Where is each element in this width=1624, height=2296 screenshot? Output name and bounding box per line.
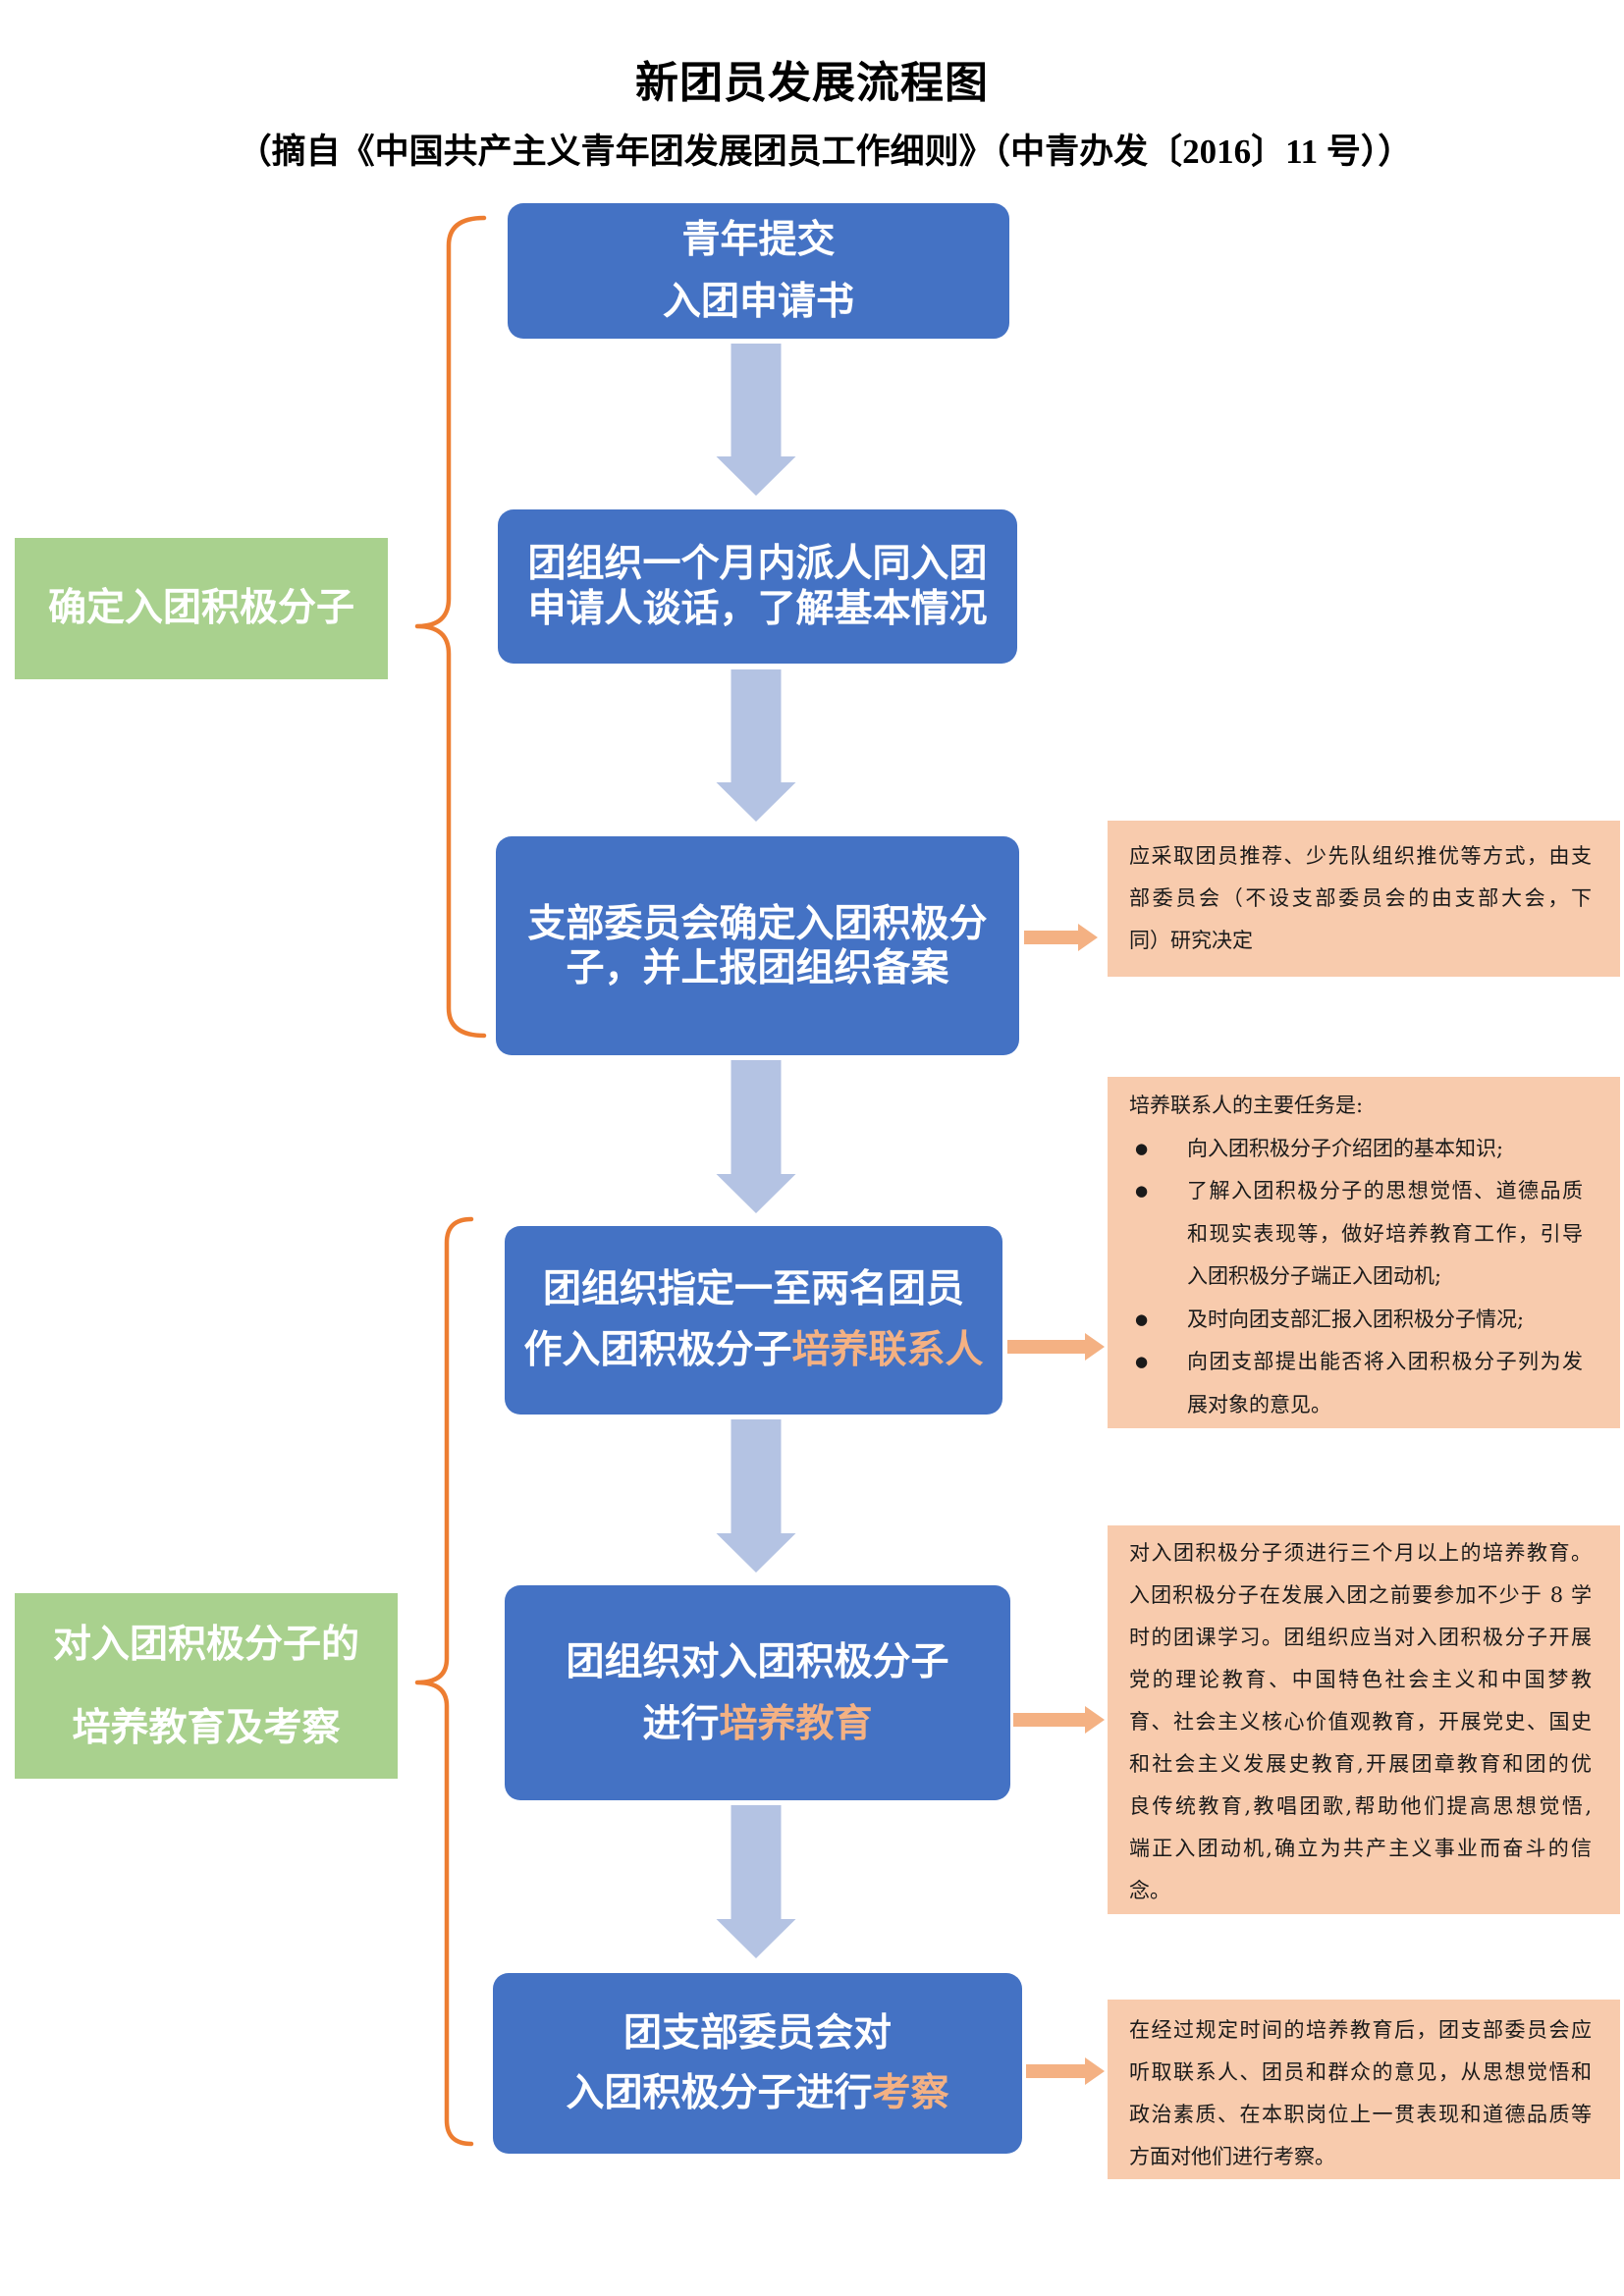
note-line: 方面对他们进行考察。 — [1129, 2145, 1335, 2168]
step-line: 子，并上报团组织备案 — [566, 946, 949, 989]
step-line: 团组织指定一至两名团员 — [542, 1268, 964, 1310]
step-text: 作入团积极分子 — [523, 1329, 792, 1371]
step-line: 作入团积极分子培养联系人 — [523, 1320, 983, 1381]
note-line: 对入团积极分子须进行三个月以上的培养教育。 — [1129, 1541, 1592, 1565]
note-line: 了解入团积极分子的思想觉悟、道德品质 — [1187, 1179, 1583, 1202]
highlight-text: 培养联系人 — [791, 1329, 984, 1371]
note-line: 部委员会（不设支部委员会的由支部大会，下 — [1129, 886, 1592, 910]
phase-1-brace — [414, 215, 487, 1039]
highlight-text: 培养教育 — [719, 1702, 873, 1745]
note-line: 在经过规定时间的培养教育后，团支部委员会应 — [1129, 2018, 1592, 2042]
step-line: 团组织一个月内派人同入团 — [527, 542, 988, 585]
note-line: 党的理论教育、中国特色社会主义和中国梦教 — [1129, 1668, 1592, 1691]
page-subtitle: （摘自《中国共产主义青年团发展团员工作细则》（中青办发〔2016〕11 号）） — [237, 133, 1413, 171]
note-line: 念。 — [1129, 1879, 1170, 1902]
list-item-text: 向入团积极分子介绍团的基本知识; — [1187, 1128, 1583, 1171]
note-line: 入团积极分子在发展入团之前要参加不少于 8 学 — [1129, 1583, 1592, 1607]
note-line: 听取联系人、团员和群众的意见，从思想觉悟和 — [1129, 2060, 1592, 2084]
step-training-education: 团组织对入团积极分子 进行培养教育 — [505, 1585, 1010, 1800]
step-text: 进行 — [642, 1702, 720, 1745]
note-line: 时的团课学习。团组织应当对入团积极分子开展 — [1129, 1626, 1592, 1649]
step-line: 进行培养教育 — [642, 1693, 872, 1755]
list-item-text: 了解入团积极分子的思想觉悟、道德品质 和现实表现等，做好培养教育工作，引导 入团… — [1187, 1170, 1583, 1299]
step-line: 支部委员会确定入团积极分 — [527, 902, 988, 945]
flow-arrow-down-5 — [716, 1805, 796, 1958]
note-line: 入团积极分子端正入团动机; — [1187, 1264, 1442, 1288]
list-item: ● 向团支部提出能否将入团积极分子列为发 展对象的意见。 — [1129, 1341, 1620, 1426]
page-title: 新团员发展流程图 — [635, 59, 989, 107]
step-submit-application: 青年提交 入团申请书 — [508, 203, 1009, 339]
list-item-text: 及时向团支部汇报入团积极分子情况; — [1187, 1299, 1583, 1342]
bullet-icon: ● — [1135, 1139, 1149, 1157]
note-contact-duties: 培养联系人的主要任务是: ● 向入团积极分子介绍团的基本知识; ● 了解入团积极… — [1108, 1077, 1620, 1428]
step-confirm-activist: 支部委员会确定入团积极分 子，并上报团组织备案 — [496, 836, 1019, 1055]
note-evaluation-content: 在经过规定时间的培养教育后，团支部委员会应 听取联系人、团员和群众的意见，从思想… — [1108, 2000, 1620, 2179]
flow-arrow-down-1 — [716, 344, 796, 496]
step-assign-contacts: 团组织指定一至两名团员 作入团积极分子培养联系人 — [505, 1226, 1002, 1415]
phase-label-line: 培养教育及考察 — [72, 1706, 341, 1749]
phase-label-line: 确定入团积极分子 — [47, 587, 354, 629]
step-evaluation: 团支部委员会对 入团积极分子进行考察 — [493, 1973, 1022, 2154]
step-text: 入团积极分子进行 — [566, 2072, 873, 2114]
flow-arrow-down-4 — [716, 1419, 796, 1573]
step-line: 青年提交 — [681, 219, 836, 261]
note-education-content: 对入团积极分子须进行三个月以上的培养教育。 入团积极分子在发展入团之前要参加不少… — [1108, 1525, 1620, 1914]
step-line: 入团积极分子进行考察 — [566, 2063, 948, 2123]
note-line: 端正入团动机,确立为共产主义事业而奋斗的信 — [1129, 1837, 1592, 1860]
flow-arrow-down-2 — [716, 669, 796, 822]
note-line: 展对象的意见。 — [1187, 1392, 1331, 1416]
note-line: 同）研究决定 — [1129, 929, 1253, 952]
note-line: 应采取团员推荐、少先队组织推优等方式，由支 — [1129, 844, 1592, 868]
note-line: 和社会主义发展史教育,开展团章教育和团的优 — [1129, 1752, 1592, 1776]
note-line: 政治素质、在本职岗位上一贯表现和道德品质等 — [1129, 2103, 1592, 2126]
flow-arrow-down-3 — [716, 1060, 796, 1213]
note-line: 及时向团支部汇报入团积极分子情况; — [1187, 1307, 1525, 1331]
step-line: 入团申请书 — [662, 281, 854, 323]
phase-2-brace — [414, 1216, 474, 2147]
step-line: 团组织对入团积极分子 — [566, 1640, 949, 1683]
list-item: ● 及时向团支部汇报入团积极分子情况; — [1129, 1299, 1620, 1342]
phase-label-identify-activists: 确定入团积极分子 — [15, 538, 388, 679]
bullet-icon: ● — [1135, 1182, 1149, 1200]
note-arrow-right-2 — [1007, 1333, 1105, 1361]
note-line: 良传统教育,教唱团歌,帮助他们提高思想觉悟, — [1129, 1794, 1592, 1818]
bullet-icon: ● — [1135, 1309, 1149, 1328]
step-line: 团支部委员会对 — [623, 2012, 892, 2055]
note-arrow-right-4 — [1026, 2057, 1105, 2085]
note-heading: 培养联系人的主要任务是: — [1129, 1094, 1364, 1117]
note-arrow-right-3 — [1013, 1706, 1105, 1734]
list-item-text: 向团支部提出能否将入团积极分子列为发 展对象的意见。 — [1187, 1341, 1583, 1426]
list-item: ● 了解入团积极分子的思想觉悟、道德品质 和现实表现等，做好培养教育工作，引导 … — [1129, 1170, 1620, 1299]
highlight-text: 考察 — [872, 2072, 949, 2114]
list-item: ● 向入团积极分子介绍团的基本知识; — [1129, 1128, 1620, 1171]
note-line: 向入团积极分子介绍团的基本知识; — [1187, 1136, 1504, 1160]
note-line: 和现实表现等，做好培养教育工作，引导 — [1187, 1221, 1583, 1246]
phase-label-line: 对入团积极分子的 — [52, 1623, 359, 1666]
step-interview-applicant: 团组织一个月内派人同入团 申请人谈话，了解基本情况 — [498, 509, 1017, 664]
note-confirm-method: 应采取团员推荐、少先队组织推优等方式，由支 部委员会（不设支部委员会的由支部大会… — [1108, 821, 1620, 977]
phase-label-education-evaluation: 对入团积极分子的 培养教育及考察 — [15, 1593, 398, 1779]
note-line: 育、社会主义核心价值观教育，开展党史、国史 — [1129, 1710, 1592, 1734]
note-arrow-right-1 — [1024, 924, 1098, 951]
step-line: 申请人谈话，了解基本情况 — [527, 587, 988, 630]
note-line: 向团支部提出能否将入团积极分子列为发 — [1187, 1350, 1583, 1373]
bullet-icon: ● — [1135, 1353, 1149, 1370]
